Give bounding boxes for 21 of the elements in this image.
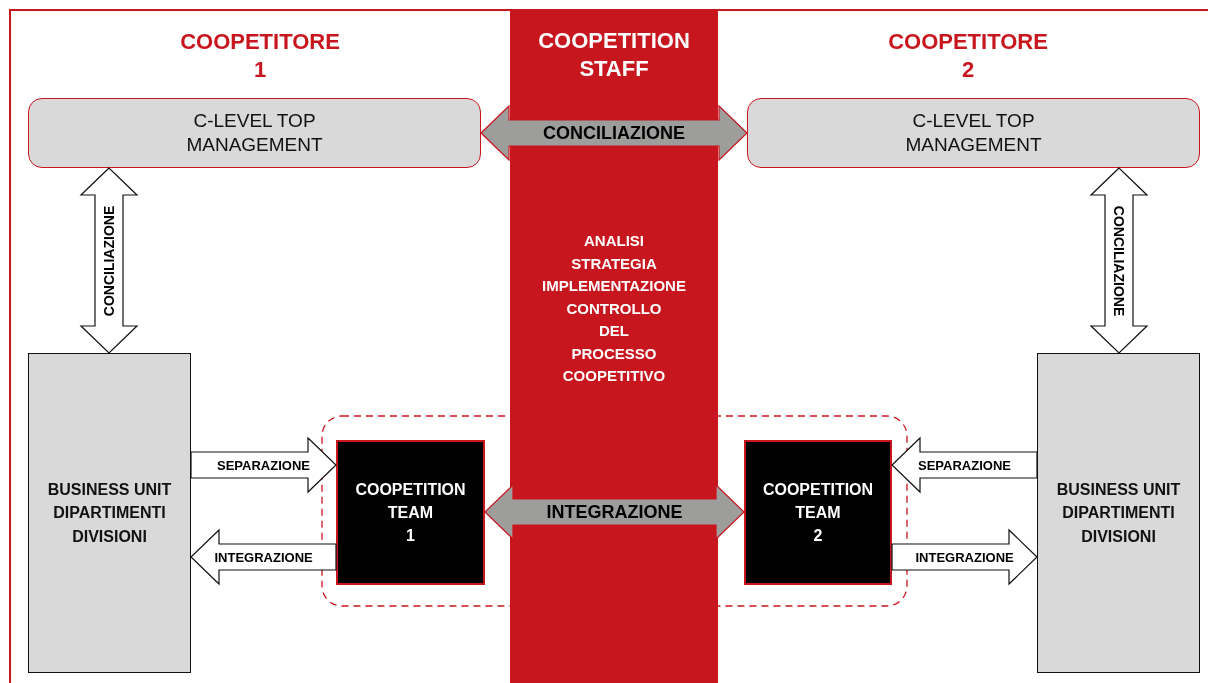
edge-label: INTEGRAZIONE [544, 503, 685, 521]
band-text: ANALISI STRATEGIA IMPLEMENTAZIONE CONTROLLO DEL PROCESSO COOPETITIVO [541, 231, 687, 386]
business-unit-box [1037, 353, 1200, 673]
box-text: COOPETITION TEAM 2 [761, 479, 875, 547]
box-text: C-LEVEL TOP MANAGEMENT [904, 109, 1043, 157]
edge-label: CONCILIAZIONE [102, 203, 117, 318]
box-text: COOPETITION TEAM 1 [354, 479, 467, 547]
edge-label: CONCILIAZIONE [541, 124, 687, 142]
box-text: BUSINESS UNIT DIPARTIMENTI DIVISIONI [1055, 480, 1182, 547]
box-text: C-LEVEL TOP MANAGEMENT [185, 109, 324, 157]
staff-band [510, 10, 718, 683]
edge-label: CONCILIAZIONE [1112, 203, 1127, 318]
competitor-heading: COOPETITORE 2 [887, 28, 1049, 83]
team-box [744, 440, 892, 585]
competitor-heading: COOPETITORE 1 [179, 28, 341, 83]
management-box [28, 98, 481, 168]
business-unit-box [28, 353, 191, 673]
box-text: BUSINESS UNIT DIPARTIMENTI DIVISIONI [46, 480, 173, 547]
band-heading: COOPETITION STAFF [537, 27, 691, 82]
management-box [747, 98, 1200, 168]
team-box [336, 440, 485, 585]
